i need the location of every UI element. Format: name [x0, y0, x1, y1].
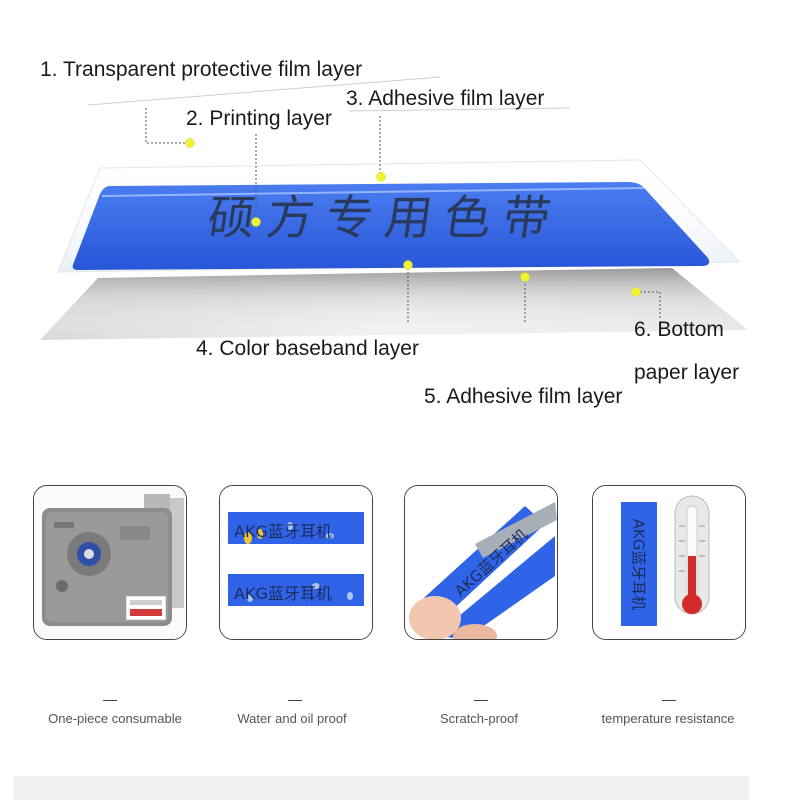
bottom-divider-bar: [14, 776, 749, 800]
feature-label-water-oil: Water and oil proof: [237, 711, 347, 726]
temperature-image: [593, 486, 745, 639]
layer-markers: [185, 138, 641, 297]
thermometer-icon: [674, 495, 710, 615]
label-printing-layer: 2. Printing layer: [186, 107, 332, 130]
label-bottom-paper-1: 6. Bottom: [634, 318, 724, 341]
marker-6: [631, 287, 641, 297]
scratch-image: [405, 486, 557, 639]
feature-label-temperature: temperature resistance: [601, 711, 735, 726]
water-sample-text-top: AKG蓝牙耳机: [234, 522, 332, 541]
marker-4: [403, 260, 413, 270]
feature-label-scratch: Scratch-proof: [439, 711, 519, 726]
water-oil-image: [220, 486, 372, 639]
panel-one-piece-consumable: [33, 485, 187, 640]
layer-diagram: [40, 76, 748, 340]
feature-dash-4: [662, 700, 676, 701]
label-color-baseband: 4. Color baseband layer: [196, 337, 419, 360]
feature-dash-3: [474, 700, 488, 701]
marker-3: [376, 172, 386, 182]
feature-dash-1: [103, 700, 117, 701]
water-sample-text-bottom: AKG蓝牙耳机: [234, 584, 332, 603]
temp-sample-text: AKG蓝牙耳机: [629, 518, 648, 611]
marker-2: [251, 217, 261, 227]
bottom-paper-layer: [40, 268, 748, 340]
label-bottom-paper-2: paper layer: [634, 361, 740, 384]
cassette-image: [34, 486, 186, 639]
panel-temperature-resistance: AKG蓝牙耳机: [592, 485, 746, 640]
feature-dash-2: [288, 700, 302, 701]
tape-print-text: 硕方专用色带: [204, 191, 566, 246]
label-adhesive-film-bottom: 5. Adhesive film layer: [424, 385, 623, 408]
feature-label-one-piece: One-piece consumable: [48, 711, 182, 726]
marker-1: [185, 138, 195, 148]
leader-lines: [87, 76, 661, 324]
panel-water-oil-proof: AKG蓝牙耳机 AKG蓝牙耳机: [219, 485, 373, 640]
panel-scratch-proof: AKG蓝牙耳机: [404, 485, 558, 640]
marker-5: [520, 272, 530, 282]
color-baseband-layer: [72, 182, 710, 270]
label-adhesive-film-top: 3. Adhesive film layer: [346, 87, 545, 110]
label-transparent-film: 1. Transparent protective film layer: [40, 58, 363, 81]
